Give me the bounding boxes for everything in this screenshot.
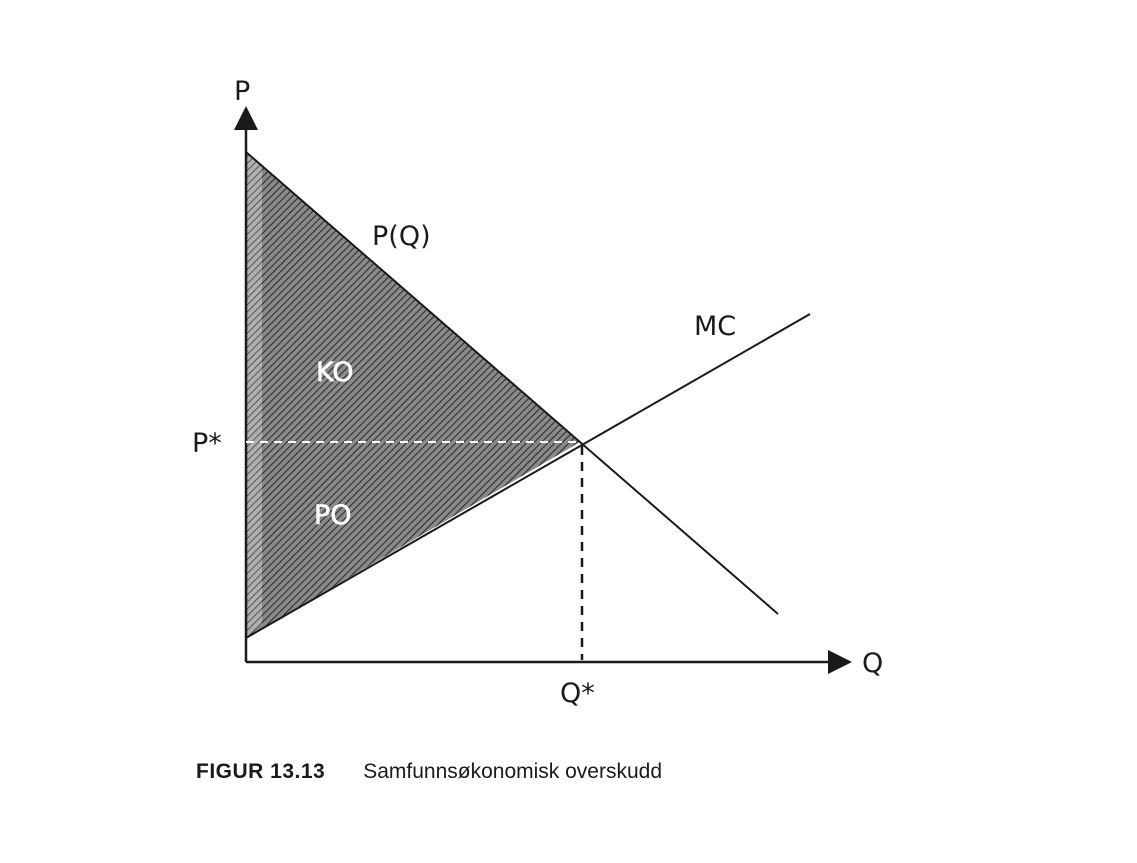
mc-curve [245, 313, 811, 639]
producer-surplus-label: PO [314, 500, 352, 531]
figure-number: FIGUR 13.13 [196, 760, 326, 783]
y-axis-arrow [234, 106, 258, 130]
x-axis-arrow [828, 650, 852, 674]
figure-caption: FIGUR 13.13 Samfunnsøkonomisk overskudd [196, 757, 662, 787]
price-equilibrium-label: P* [192, 428, 222, 459]
quantity-equilibrium-label: Q* [560, 678, 595, 709]
x-axis-label: Q [862, 648, 883, 679]
y-axis-label: P [234, 76, 250, 107]
figure-title: Samfunnsøkonomisk overskudd [363, 760, 663, 783]
mc-curve-label: MC [694, 311, 736, 342]
consumer-surplus-label: KO [316, 357, 353, 388]
demand-curve [245, 151, 779, 615]
shading-edge [246, 152, 262, 638]
demand-curve-label: P(Q) [372, 221, 431, 252]
